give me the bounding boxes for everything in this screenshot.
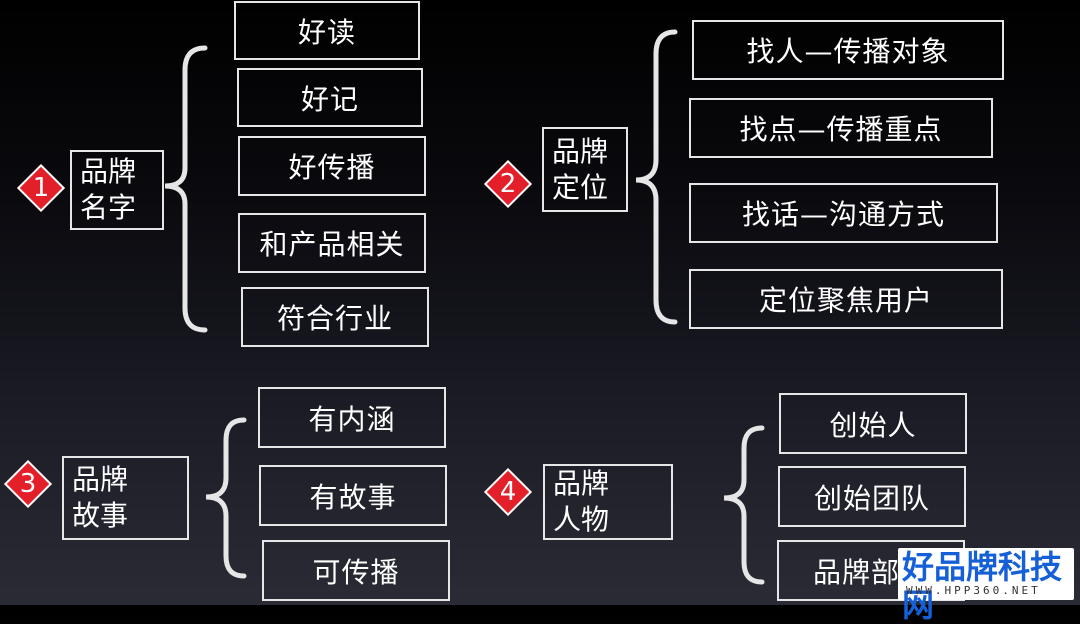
category-box-brand-story: 品牌 故事 bbox=[62, 456, 189, 540]
braces-layer bbox=[164, 29, 765, 585]
watermark-logo: 好品牌科技网 WWW.HPP360.NET bbox=[898, 548, 1074, 624]
category-box-brand-name: 品牌 名字 bbox=[70, 150, 164, 230]
brace-group-1 bbox=[164, 45, 208, 333]
badge-number-3: 3 bbox=[19, 469, 37, 499]
category-label-line1: 品牌 bbox=[552, 134, 609, 168]
category-label-line2: 定位 bbox=[552, 170, 609, 204]
item-box: 好传播 bbox=[238, 136, 426, 196]
item-box: 定位聚焦用户 bbox=[689, 269, 1003, 329]
badge-number-2: 2 bbox=[499, 169, 517, 199]
category-box-brand-people: 品牌 人物 bbox=[543, 464, 673, 540]
item-box: 可传播 bbox=[262, 540, 450, 601]
item-box: 找点—传播重点 bbox=[689, 98, 993, 158]
badge-number-1: 1 bbox=[32, 173, 50, 203]
item-box: 创始人 bbox=[779, 393, 967, 454]
badge-number-4: 4 bbox=[499, 477, 517, 507]
category-label-line1: 品牌 bbox=[72, 463, 129, 496]
item-box: 有内涵 bbox=[258, 387, 446, 448]
category-label-line1: 品牌 bbox=[553, 467, 610, 500]
category-box-brand-positioning: 品牌 定位 bbox=[542, 127, 628, 212]
brace-group-4 bbox=[723, 425, 765, 585]
item-box: 找人—传播对象 bbox=[692, 20, 1004, 80]
item-box: 好读 bbox=[234, 1, 420, 60]
item-box: 找话—沟通方式 bbox=[689, 183, 998, 243]
item-box: 好记 bbox=[237, 68, 423, 127]
item-box: 和产品相关 bbox=[238, 213, 426, 273]
category-label-line2: 故事 bbox=[72, 499, 129, 532]
item-box: 创始团队 bbox=[778, 466, 966, 527]
category-label-line1: 品牌 bbox=[80, 155, 137, 188]
brace-group-3 bbox=[205, 417, 247, 579]
category-label-line2: 名字 bbox=[80, 191, 137, 224]
brace-group-2 bbox=[635, 29, 678, 325]
item-box: 符合行业 bbox=[241, 287, 429, 347]
category-label-line2: 人物 bbox=[553, 503, 610, 536]
item-box: 有故事 bbox=[259, 465, 447, 526]
watermark-url-text: WWW.HPP360.NET bbox=[906, 584, 1041, 597]
